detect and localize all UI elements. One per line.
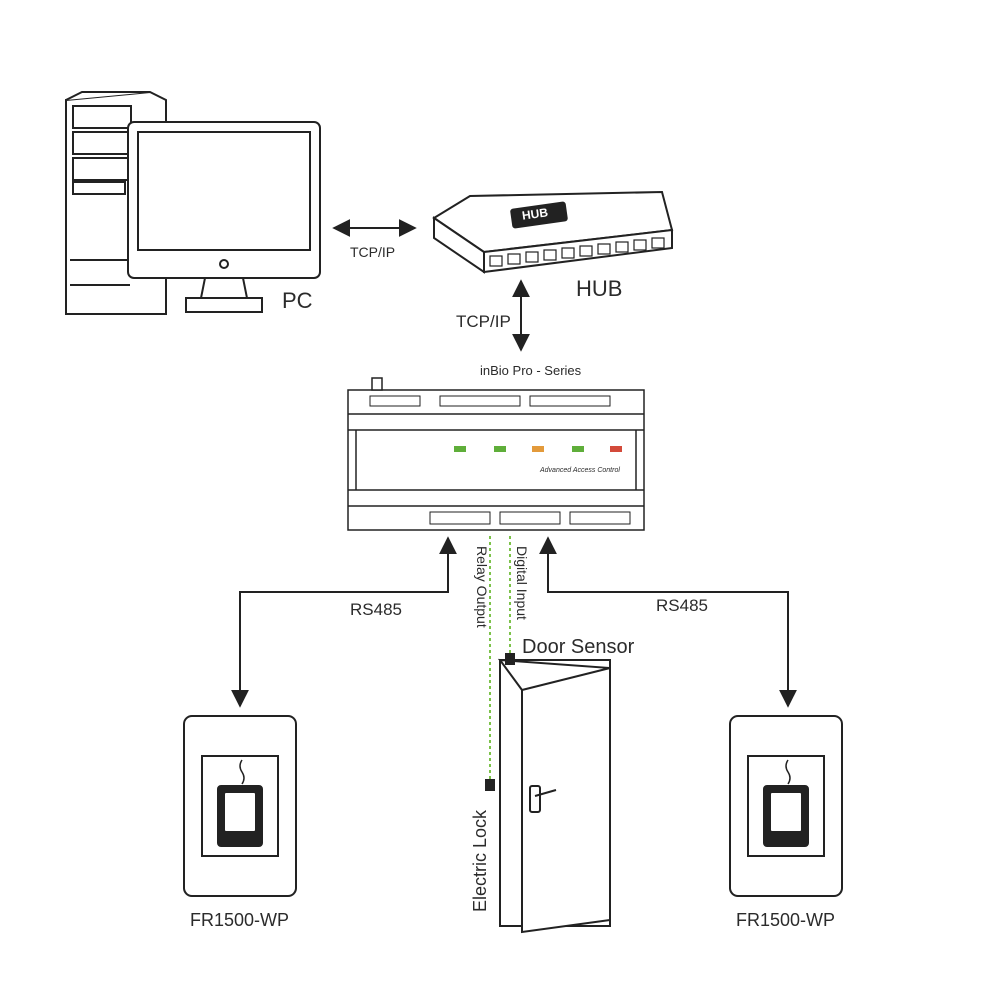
inbio-controller xyxy=(347,377,645,531)
rs485-left-link xyxy=(231,536,457,708)
tcpip-left-label: TCP/IP xyxy=(350,244,396,260)
hub-ports xyxy=(489,237,665,267)
controller-title: inBio Pro - Series xyxy=(480,363,582,378)
reader-right xyxy=(729,715,843,897)
hub-device xyxy=(432,190,674,274)
reader-right-label: FR1500-WP xyxy=(736,910,836,930)
tcpip-down-label: TCP/IP xyxy=(456,312,511,331)
status-leds xyxy=(454,446,622,452)
digital-input-label: Digital Input xyxy=(514,546,530,620)
door-sensor-label: Door Sensor xyxy=(522,636,635,658)
door-handle xyxy=(529,785,557,813)
electric-lock-label: Electric Lock xyxy=(470,809,490,912)
relay-output-label: Relay Output xyxy=(474,546,490,628)
bottom-terminals xyxy=(429,511,631,525)
rs485-right-link xyxy=(539,536,797,708)
dashed-wires xyxy=(489,536,511,786)
reader-left-label: FR1500-WP xyxy=(190,910,290,930)
door xyxy=(485,653,611,934)
rs485-left-label: RS485 xyxy=(350,600,402,619)
rs485-right-label: RS485 xyxy=(656,596,708,615)
connections xyxy=(231,219,797,708)
reader-left xyxy=(183,715,297,897)
pc-computer xyxy=(65,90,321,315)
hub-label: HUB xyxy=(576,276,623,301)
top-terminals xyxy=(369,395,611,407)
controller-badge: Advanced Access Control xyxy=(540,467,620,474)
pc-monitor xyxy=(127,121,321,313)
pc-label: PC xyxy=(282,288,313,313)
